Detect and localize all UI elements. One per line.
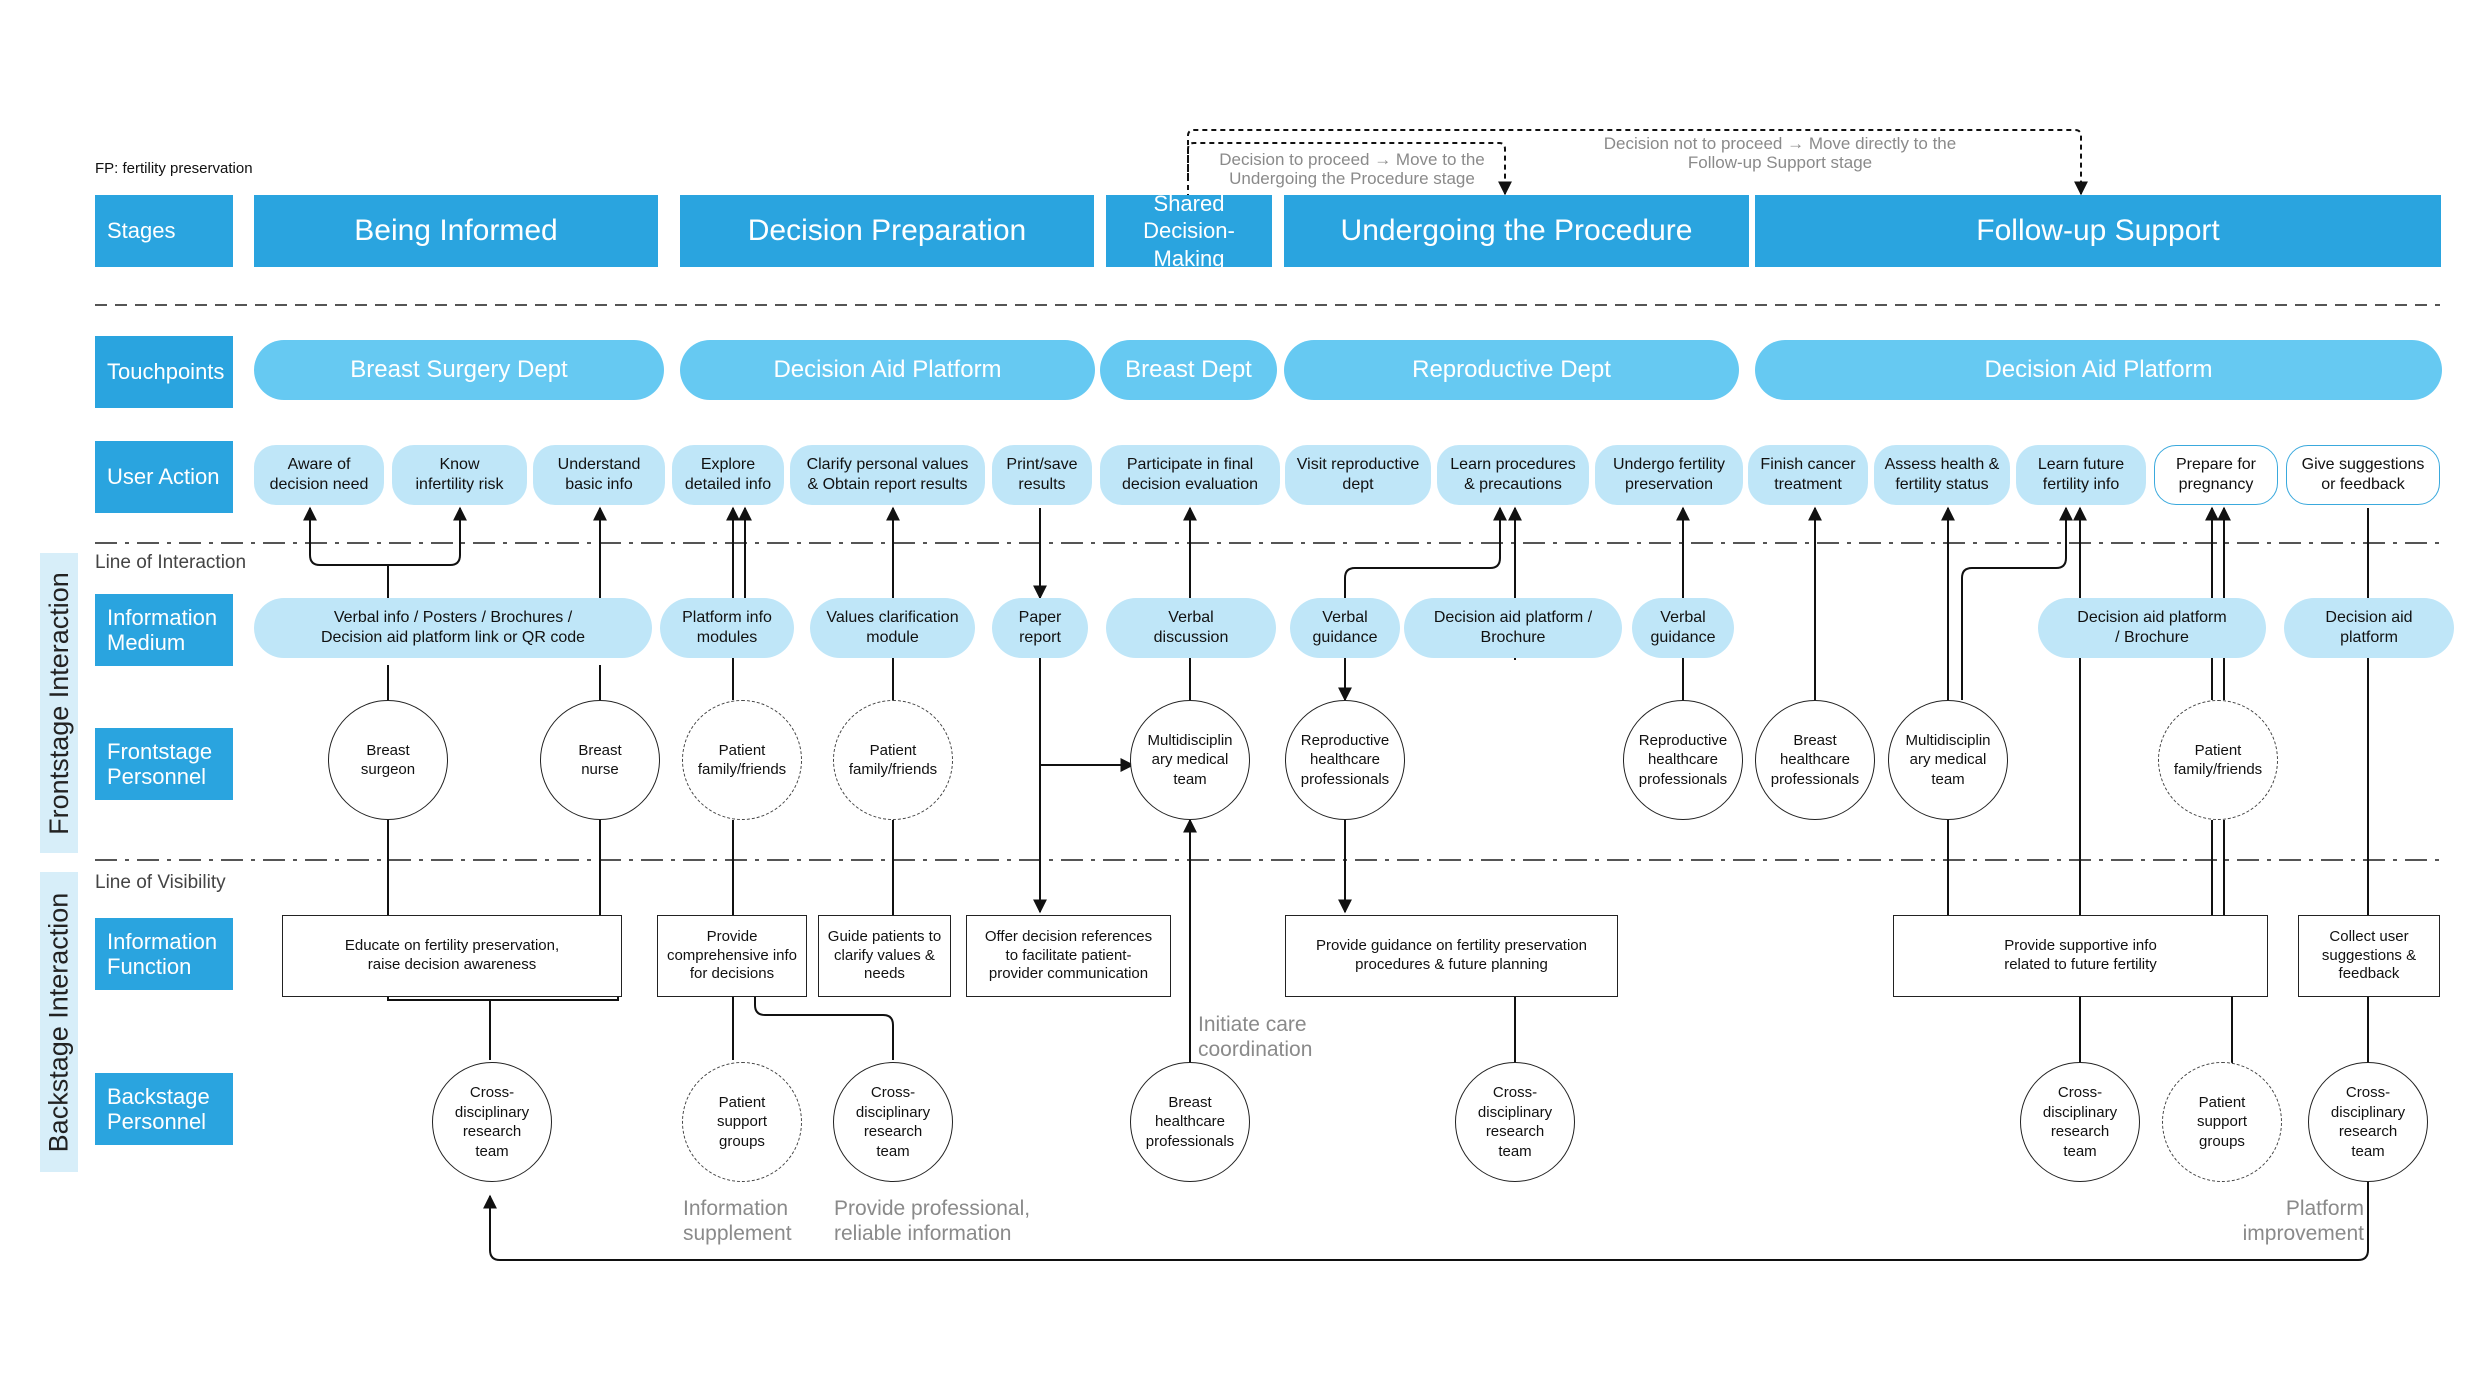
information-medium: Verbal discussion [1106, 598, 1276, 658]
frontstage-personnel: Breast nurse [540, 700, 660, 820]
user-action: Finish cancer treatment [1748, 445, 1868, 505]
backstage-personnel: Patient support groups [682, 1062, 802, 1182]
row-label-information-medium: Information Medium [95, 594, 233, 666]
stage-shared-decision-making: Shared Decision- Making [1106, 191, 1272, 271]
user-action: Understand basic info [533, 445, 665, 505]
user-action: Prepare for pregnancy [2154, 445, 2278, 505]
frontstage-personnel: Breast healthcare professionals [1755, 700, 1875, 820]
row-label-information-function: Information Function [95, 918, 233, 990]
stage-decision-preparation: Decision Preparation [680, 195, 1094, 267]
row-label-frontstage-personnel: Frontstage Personnel [95, 728, 233, 800]
touchpoint-reproductive-dept: Reproductive Dept [1284, 340, 1739, 400]
backstage-personnel: Patient support groups [2162, 1062, 2282, 1182]
frontstage-personnel: Reproductive healthcare professionals [1285, 700, 1405, 820]
touchpoint-breast-surgery-dept: Breast Surgery Dept [254, 340, 664, 400]
backstage-interaction-band: Backstage Interaction [40, 872, 78, 1172]
backstage-interaction-label: Backstage Interaction [43, 892, 74, 1152]
information-function: Provide comprehensive info for decisions [657, 915, 807, 997]
information-medium: Verbal guidance [1290, 598, 1400, 658]
stage-being-informed: Being Informed [254, 195, 658, 267]
line-of-visibility-label: Line of Visibility [95, 872, 226, 893]
user-action: Assess health & fertility status [1874, 445, 2010, 505]
touchpoint-decision-aid-platform-2: Decision Aid Platform [1755, 340, 2442, 400]
backstage-personnel: Breast healthcare professionals [1130, 1062, 1250, 1182]
user-action: Visit reproductive dept [1285, 445, 1431, 505]
information-supplement-annotation: Information supplement [683, 1197, 792, 1246]
frontstage-personnel: Breast surgeon [328, 700, 448, 820]
information-medium: Decision aid platform [2284, 598, 2454, 658]
frontstage-personnel: Patient family/friends [2158, 700, 2278, 820]
user-action: Clarify personal values & Obtain report … [790, 445, 985, 505]
information-medium: Paper report [992, 598, 1088, 658]
user-action: Participate in final decision evaluation [1100, 445, 1280, 505]
information-function: Collect user suggestions & feedback [2298, 915, 2440, 997]
decision-proceed-annotation: Decision to proceed → Move to the Underg… [1219, 150, 1485, 188]
backstage-personnel: Cross- disciplinary research team [833, 1062, 953, 1182]
frontstage-interaction-band: Frontstage Interaction [40, 553, 78, 853]
frontstage-personnel: Multidisciplin ary medical team [1888, 700, 2008, 820]
backstage-personnel: Cross- disciplinary research team [2308, 1062, 2428, 1182]
user-action: Undergo fertility preservation [1595, 445, 1743, 505]
information-medium: Platform info modules [660, 598, 794, 658]
backstage-personnel: Cross- disciplinary research team [1455, 1062, 1575, 1182]
abbreviation-note: FP: fertility preservation [95, 160, 253, 177]
frontstage-personnel: Reproductive healthcare professionals [1623, 700, 1743, 820]
touchpoint-decision-aid-platform-1: Decision Aid Platform [680, 340, 1095, 400]
user-action: Learn procedures & precautions [1437, 445, 1589, 505]
user-action: Print/save results [992, 445, 1092, 505]
frontstage-personnel: Patient family/friends [682, 700, 802, 820]
information-function: Offer decision references to facilitate … [966, 915, 1171, 997]
row-label-backstage-personnel: Backstage Personnel [95, 1073, 233, 1145]
frontstage-personnel: Multidisciplin ary medical team [1130, 700, 1250, 820]
decision-not-proceed-annotation: Decision not to proceed → Move directly … [1603, 134, 1957, 172]
stage-follow-up-support: Follow-up Support [1755, 195, 2441, 267]
information-medium: Verbal guidance [1632, 598, 1734, 658]
frontstage-interaction-label: Frontstage Interaction [43, 571, 74, 835]
information-medium: Values clarification module [810, 598, 975, 658]
backstage-personnel: Cross- disciplinary research team [432, 1062, 552, 1182]
professional-info-annotation: Provide professional, reliable informati… [834, 1197, 1031, 1246]
information-function: Educate on fertility preservation, raise… [282, 915, 622, 997]
user-action: Aware of decision need [254, 445, 384, 505]
initiate-care-annotation: Initiate care coordination [1198, 1013, 1313, 1062]
information-function: Provide supportive info related to futur… [1893, 915, 2268, 997]
information-medium: Decision aid platform / Brochure [1404, 598, 1622, 658]
information-function: Provide guidance on fertility preservati… [1285, 915, 1618, 997]
frontstage-personnel: Patient family/friends [833, 700, 953, 820]
line-of-interaction-label: Line of Interaction [95, 552, 247, 573]
user-action: Explore detailed info [672, 445, 784, 505]
information-medium: Decision aid platform / Brochure [2038, 598, 2266, 658]
information-medium: Verbal info / Posters / Brochures / Deci… [254, 598, 652, 658]
user-action: Give suggestions or feedback [2286, 445, 2440, 505]
platform-improvement-annotation: Platform improvement [2242, 1197, 2364, 1246]
stage-undergoing-procedure: Undergoing the Procedure [1284, 195, 1749, 267]
row-label-touchpoints: Touchpoints [95, 336, 233, 408]
touchpoint-breast-dept: Breast Dept [1100, 340, 1277, 400]
information-function: Guide patients to clarify values & needs [818, 915, 951, 997]
row-label-stages: Stages [95, 195, 233, 267]
user-action: Know infertility risk [392, 445, 527, 505]
row-label-user-action: User Action [95, 441, 233, 513]
backstage-personnel: Cross- disciplinary research team [2020, 1062, 2140, 1182]
user-action: Learn future fertility info [2016, 445, 2146, 505]
